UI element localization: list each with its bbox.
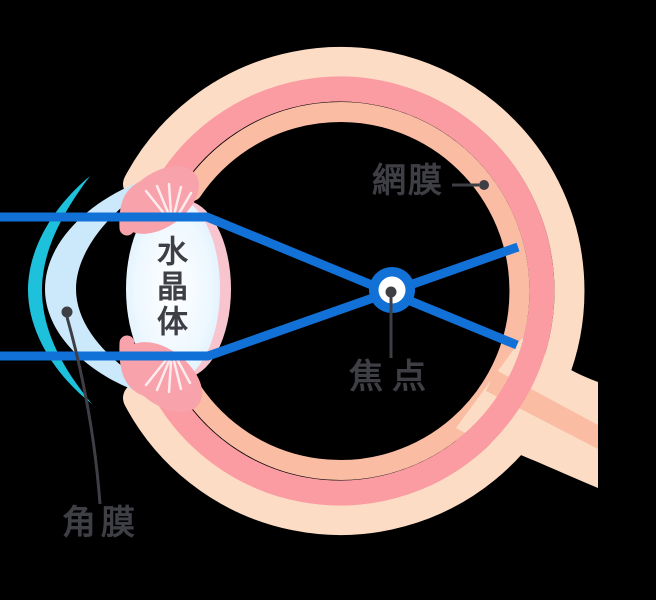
- choroid-ring: [182, 102, 530, 480]
- label-connectors: [65, 183, 479, 505]
- cornea-outer-arc: [28, 176, 92, 404]
- retina-ring: [152, 76, 555, 506]
- cornea-inner-layer: [45, 170, 190, 404]
- iris-top: [119, 178, 158, 236]
- retina-connector-dot: [479, 180, 489, 190]
- sclera-ring: [123, 47, 585, 535]
- iris-bottom: [119, 335, 158, 398]
- light-ray-top: [0, 212, 519, 350]
- lens: [126, 197, 220, 381]
- optic-nerve: [456, 338, 598, 488]
- cornea-connector-dot: [61, 306, 73, 318]
- light-ray-bottom: [0, 242, 520, 361]
- label-retina: 網膜: [372, 161, 444, 201]
- label-focal-point: 焦点: [349, 357, 435, 397]
- retina-ring-over-nerve: [456, 317, 553, 460]
- label-lens: 水晶体: [151, 235, 187, 340]
- ciliary-fibers-bottom: [144, 357, 192, 394]
- cornea-connector-line: [65, 316, 102, 505]
- focal-point-marker: [369, 267, 415, 313]
- label-cornea: 角膜: [62, 503, 140, 543]
